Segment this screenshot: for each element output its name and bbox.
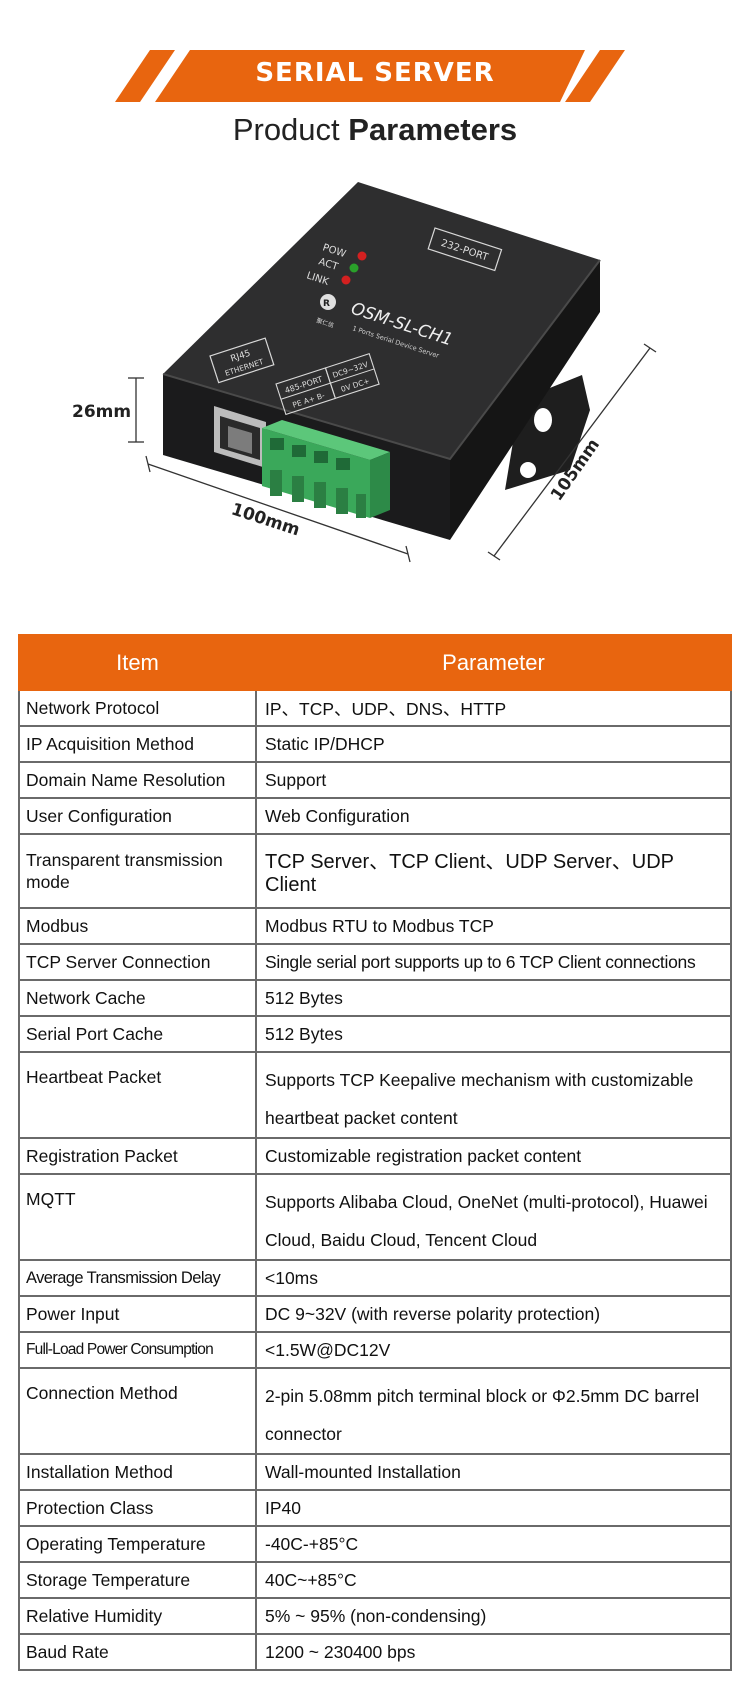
row-item: Connection Method <box>18 1367 257 1455</box>
row-item: Installation Method <box>18 1453 257 1491</box>
row-item: Heartbeat Packet <box>18 1051 257 1139</box>
row-param: IP、TCP、UDP、DNS、HTTP <box>255 689 732 727</box>
row-item: Full-Load Power Consumption <box>18 1331 257 1369</box>
row-item: Network Protocol <box>18 689 257 727</box>
banner-title: SERIAL SERVER <box>255 58 495 88</box>
row-param: Support <box>255 761 732 799</box>
device-illustration: 232-PORT POW ACT LINK R 聚仁信 OSM-SL-CH1 1… <box>128 182 657 563</box>
product-image: 232-PORT POW ACT LINK R 聚仁信 OSM-SL-CH1 1… <box>0 170 750 620</box>
table-header: Item Parameter <box>18 634 732 691</box>
row-param: TCP Server、TCP Client、UDP Server、UDP Cli… <box>255 833 732 909</box>
header-item: Item <box>18 634 257 691</box>
row-item: Operating Temperature <box>18 1525 257 1563</box>
row-item: TCP Server Connection <box>18 943 257 981</box>
row-item: Average Transmission Delay <box>18 1259 257 1297</box>
row-param: 2-pin 5.08mm pitch terminal block or Φ2.… <box>255 1367 732 1455</box>
header-parameter: Parameter <box>255 634 732 691</box>
row-param: Single serial port supports up to 6 TCP … <box>255 943 732 981</box>
row-param: <1.5W@DC12V <box>255 1331 732 1369</box>
row-item: Domain Name Resolution <box>18 761 257 799</box>
row-param: Modbus RTU to Modbus TCP <box>255 907 732 945</box>
dim-height-label: 26mm <box>72 402 132 422</box>
row-param: Web Configuration <box>255 797 732 835</box>
row-param: DC 9~32V (with reverse polarity protecti… <box>255 1295 732 1333</box>
row-item: User Configuration <box>18 797 257 835</box>
table-row: Average Transmission Delay<10ms <box>18 1259 732 1297</box>
row-param: Wall-mounted Installation <box>255 1453 732 1491</box>
row-item: Baud Rate <box>18 1633 257 1671</box>
row-item: Storage Temperature <box>18 1561 257 1599</box>
row-param: 5% ~ 95% (non-condensing) <box>255 1597 732 1635</box>
link-led <box>341 275 351 285</box>
row-item: Power Input <box>18 1295 257 1333</box>
row-item: Protection Class <box>18 1489 257 1527</box>
svg-text:R: R <box>323 299 330 309</box>
table-row: Full-Load Power Consumption<1.5W@DC12V <box>18 1331 732 1369</box>
row-param: <10ms <box>255 1259 732 1297</box>
page-title: Product Parameters <box>232 112 518 147</box>
row-item: IP Acquisition Method <box>18 725 257 763</box>
banner-stripes <box>115 50 625 102</box>
row-item: Transparent transmission mode <box>18 833 257 909</box>
row-param: Supports Alibaba Cloud, OneNet (multi-pr… <box>255 1173 732 1261</box>
brand-logo <box>320 294 336 310</box>
pow-led <box>357 251 367 261</box>
row-item: Registration Packet <box>18 1137 257 1175</box>
row-item: Modbus <box>18 907 257 945</box>
row-param: 512 Bytes <box>255 1015 732 1053</box>
table-row: Operating Temperature-40C-+85°C <box>18 1525 732 1563</box>
act-led <box>349 263 359 273</box>
terminal-block <box>262 420 390 518</box>
row-param: 512 Bytes <box>255 979 732 1017</box>
rj45-port <box>214 406 266 468</box>
row-item: Network Cache <box>18 979 257 1017</box>
banner: SERIAL SERVER <box>0 0 750 150</box>
row-param: Supports TCP Keepalive mechanism with cu… <box>255 1051 732 1139</box>
row-item: Serial Port Cache <box>18 1015 257 1053</box>
row-param: -40C-+85°C <box>255 1525 732 1563</box>
row-param: Static IP/DHCP <box>255 725 732 763</box>
row-param: IP40 <box>255 1489 732 1527</box>
row-param: Customizable registration packet content <box>255 1137 732 1175</box>
row-item: MQTT <box>18 1173 257 1261</box>
row-param: 1200 ~ 230400 bps <box>255 1633 732 1671</box>
row-param: 40C~+85°C <box>255 1561 732 1599</box>
row-item: Relative Humidity <box>18 1597 257 1635</box>
